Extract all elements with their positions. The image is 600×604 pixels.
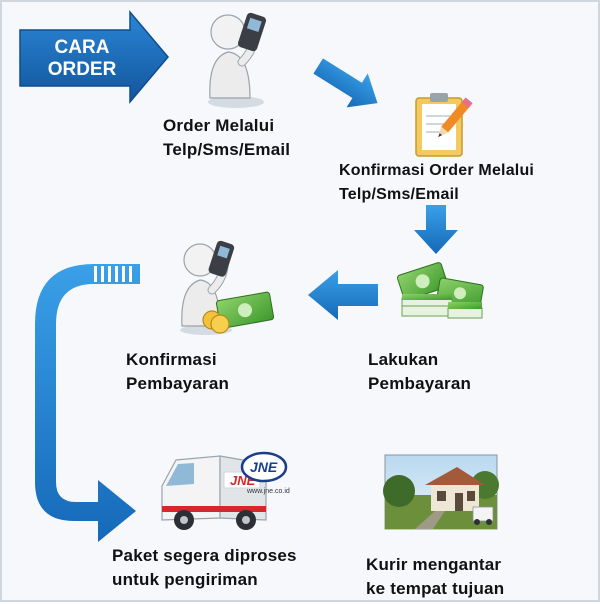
step-courier-line1: Kurir mengantar [366,555,502,574]
clipboard-pencil-icon [415,93,473,157]
money-stack-icon [396,262,484,319]
delivery-van-icon: JNE [161,455,267,530]
cara-order-label: CARA ORDER [36,37,128,81]
step-order-line2: Telp/Sms/Email [163,140,291,159]
step-confirm-payment-line1: Konfirmasi [126,350,217,369]
cara-order-banner [19,9,169,105]
step-payment-label: Lakukan Pembayaran [368,348,471,396]
step-confirm-order-line1: Konfirmasi Order Melalui [339,162,535,179]
cara-order-line2: ORDER [47,59,117,80]
step-payment-line1: Lakukan [368,350,439,369]
step-courier-line2: ke tempat tujuan [366,579,505,598]
step-order-label: Order Melalui Telp/Sms/Email [163,114,290,162]
step-confirm-order-line2: Telp/Sms/Email [339,186,459,203]
step-package-label: Paket segera diproses untuk pengiriman [112,544,297,592]
step-order-line1: Order Melalui [163,116,275,135]
step-package-line1: Paket segera diproses [112,546,297,565]
step-payment-line2: Pembayaran [368,374,472,393]
person-phone-money-icon [180,240,275,335]
step-package-line2: untuk pengiriman [112,570,258,589]
house-photo-icon [383,454,499,530]
arrow-step3-to-step4 [308,270,378,320]
step-confirm-order-label: Konfirmasi Order Melalui Telp/Sms/Email [339,159,534,207]
cara-order-line1: CARA [54,37,110,58]
step-courier-label: Kurir mengantar ke tempat tujuan [366,553,504,601]
person-phone-icon [208,12,267,108]
arrow-step4-to-step5 [35,264,140,542]
step-confirm-payment-label: Konfirmasi Pembayaran [126,348,229,396]
step-confirm-payment-line2: Pembayaran [126,374,230,393]
arrow-step1-to-step2 [313,58,378,108]
arrow-step2-to-step3 [414,205,458,254]
svg-text:JNE: JNE [230,473,256,488]
